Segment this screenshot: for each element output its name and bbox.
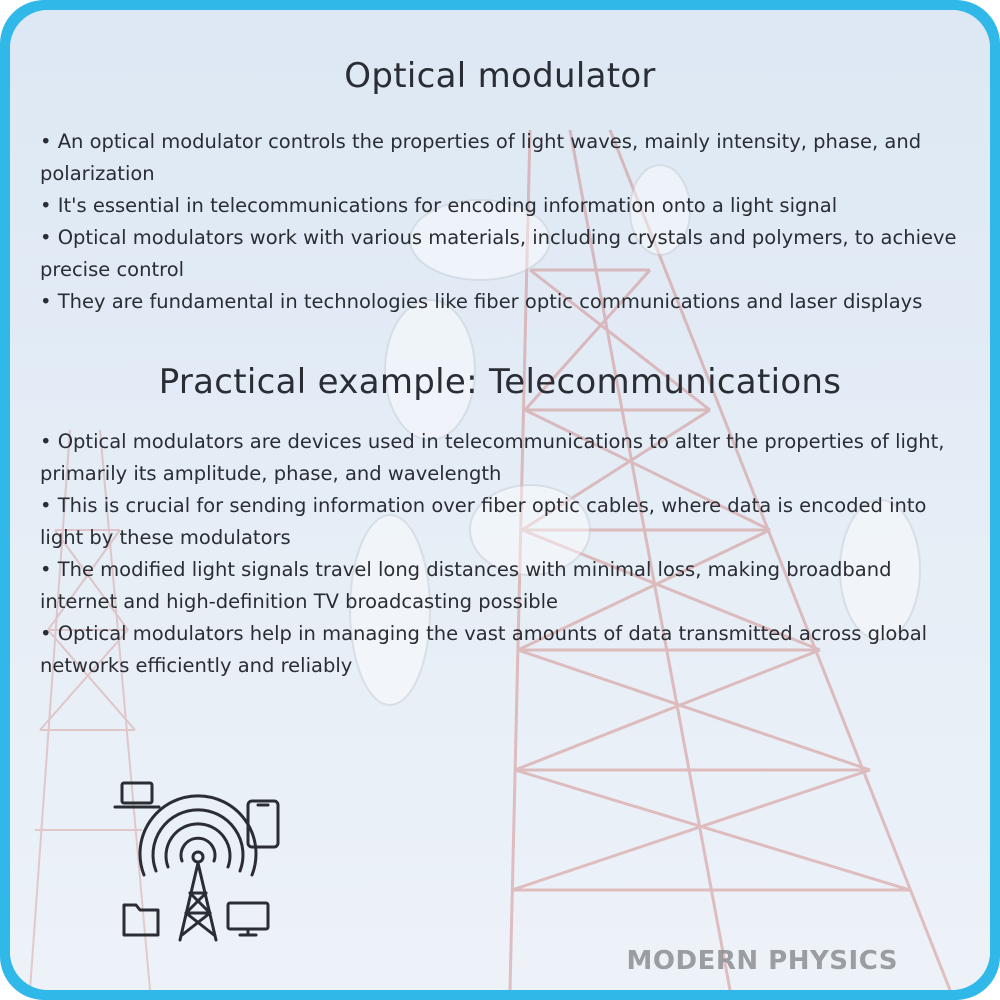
bullet-list-overview: • An optical modulator controls the prop… (40, 126, 970, 318)
bullet-list-example: • Optical modulators are devices used in… (40, 426, 970, 682)
list-item: • An optical modulator controls the prop… (40, 130, 922, 185)
section-title-optical-modulator: Optical modulator (344, 56, 656, 96)
list-item: • This is crucial for sending informatio… (40, 494, 927, 549)
list-item: • Optical modulators work with various m… (40, 226, 957, 281)
monitor-icon (226, 901, 270, 937)
slide-card: Optical modulator • An optical modulator… (10, 10, 990, 990)
section-title-practical-example: Practical example: Telecommunications (158, 362, 842, 402)
folder-icon (122, 903, 160, 937)
watermark-logo: MODERN PHYSICS (626, 946, 898, 976)
telecom-tower-photo (10, 10, 990, 990)
phone-icon (246, 799, 280, 849)
list-item: • They are fundamental in technologies l… (40, 290, 923, 313)
list-item: • It's essential in telecommunications f… (40, 194, 838, 217)
list-item: • The modified light signals travel long… (40, 558, 892, 613)
list-item: • Optical modulators are devices used in… (40, 430, 945, 485)
telecom-tower-icon (110, 775, 290, 945)
list-item: • Optical modulators help in managing th… (40, 622, 928, 677)
laptop-icon (113, 781, 161, 809)
